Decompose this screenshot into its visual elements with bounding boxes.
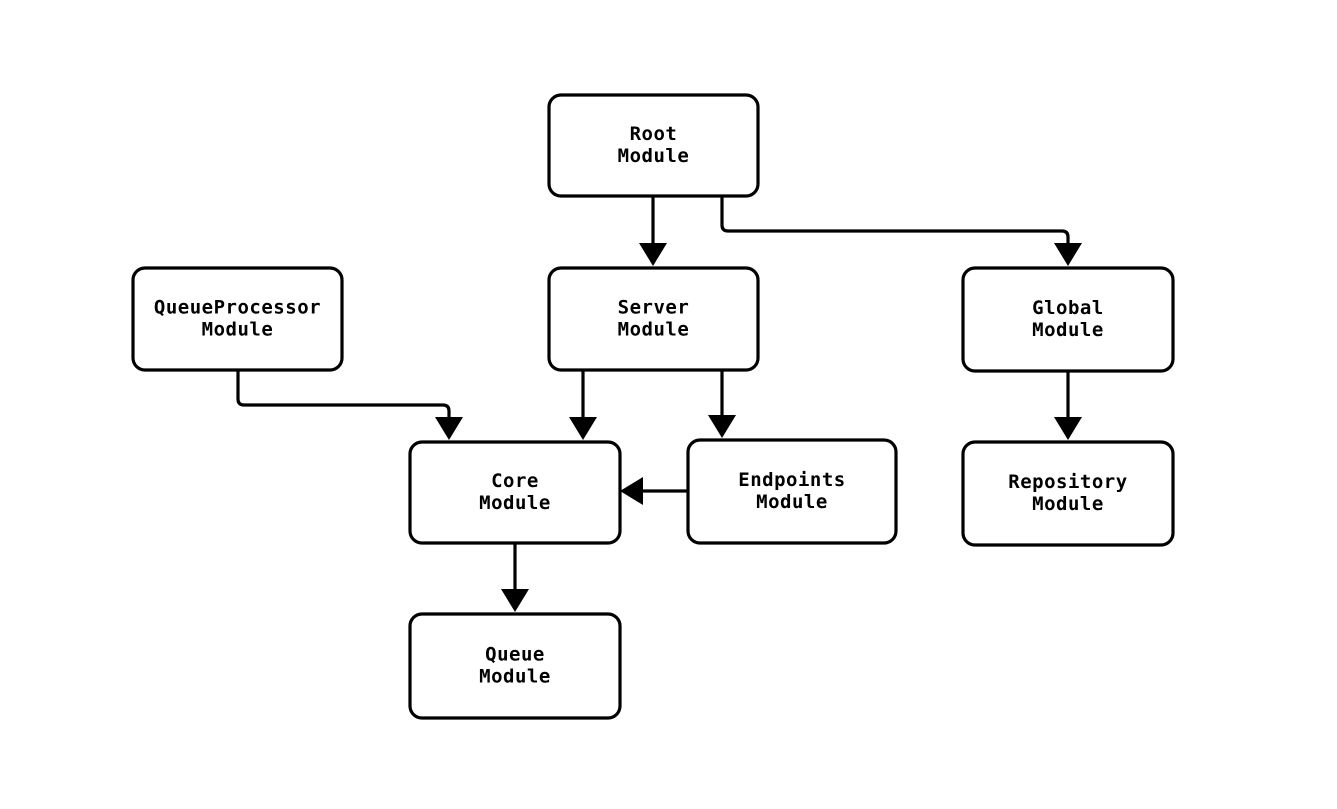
edge-root-to-server-arrowhead xyxy=(639,243,667,266)
endpoints-module-label-line1: Endpoints xyxy=(738,469,845,491)
edge-server-to-core xyxy=(569,370,597,440)
server-module-label-line2: Module xyxy=(618,319,690,341)
global-module-label-line1: Global xyxy=(1032,297,1104,319)
edge-server-to-endpoints-arrowhead xyxy=(708,415,736,438)
edge-root-to-global-line xyxy=(720,196,1070,243)
edge-core-to-queue xyxy=(501,543,529,612)
server-module-box[interactable] xyxy=(547,266,760,372)
root-module-label-line1: Root xyxy=(630,123,678,145)
queueprocessor-module-label-line1: QueueProcessor xyxy=(154,297,321,319)
core-module-box[interactable] xyxy=(408,440,622,545)
edge-endpoints-to-core xyxy=(620,477,688,505)
edge-queueprocessor-to-core-line xyxy=(236,370,451,417)
edge-server-to-core-arrowhead xyxy=(569,417,597,440)
nodes-layer: RootModuleQueueProcessorModuleServerModu… xyxy=(131,93,1175,720)
queueprocessor-module-box[interactable] xyxy=(131,266,344,372)
edge-endpoints-to-core-arrowhead xyxy=(620,477,643,505)
queue-module-label-line2: Module xyxy=(479,666,551,688)
edge-root-to-global xyxy=(720,196,1082,266)
edge-queueprocessor-to-core xyxy=(236,370,463,440)
global-module-label-line2: Module xyxy=(1032,319,1104,341)
core-module-label-line2: Module xyxy=(479,492,551,514)
root-module-label-line2: Module xyxy=(618,145,690,167)
edges-layer xyxy=(236,196,1082,612)
edge-root-to-global-arrowhead xyxy=(1054,243,1082,266)
root-module-box[interactable] xyxy=(547,93,760,198)
edge-global-to-repository-arrowhead xyxy=(1054,417,1082,440)
queue-module-box[interactable] xyxy=(408,612,622,720)
endpoints-module-box[interactable] xyxy=(686,438,898,545)
server-module-label-line1: Server xyxy=(618,297,690,319)
repository-module-box[interactable] xyxy=(961,440,1175,547)
repository-module-label-line1: Repository xyxy=(1008,471,1127,493)
edge-root-to-server xyxy=(639,196,667,266)
edge-core-to-queue-arrowhead xyxy=(501,589,529,612)
edge-global-to-repository xyxy=(1054,371,1082,440)
repository-module-label-line2: Module xyxy=(1032,493,1104,515)
global-module-box[interactable] xyxy=(961,266,1175,373)
queue-module-label-line1: Queue xyxy=(485,644,545,666)
queueprocessor-module-label-line2: Module xyxy=(202,319,274,341)
edge-server-to-endpoints xyxy=(708,370,736,438)
edge-queueprocessor-to-core-arrowhead xyxy=(435,417,463,440)
endpoints-module-label-line2: Module xyxy=(756,491,828,513)
core-module-label-line1: Core xyxy=(491,470,539,492)
